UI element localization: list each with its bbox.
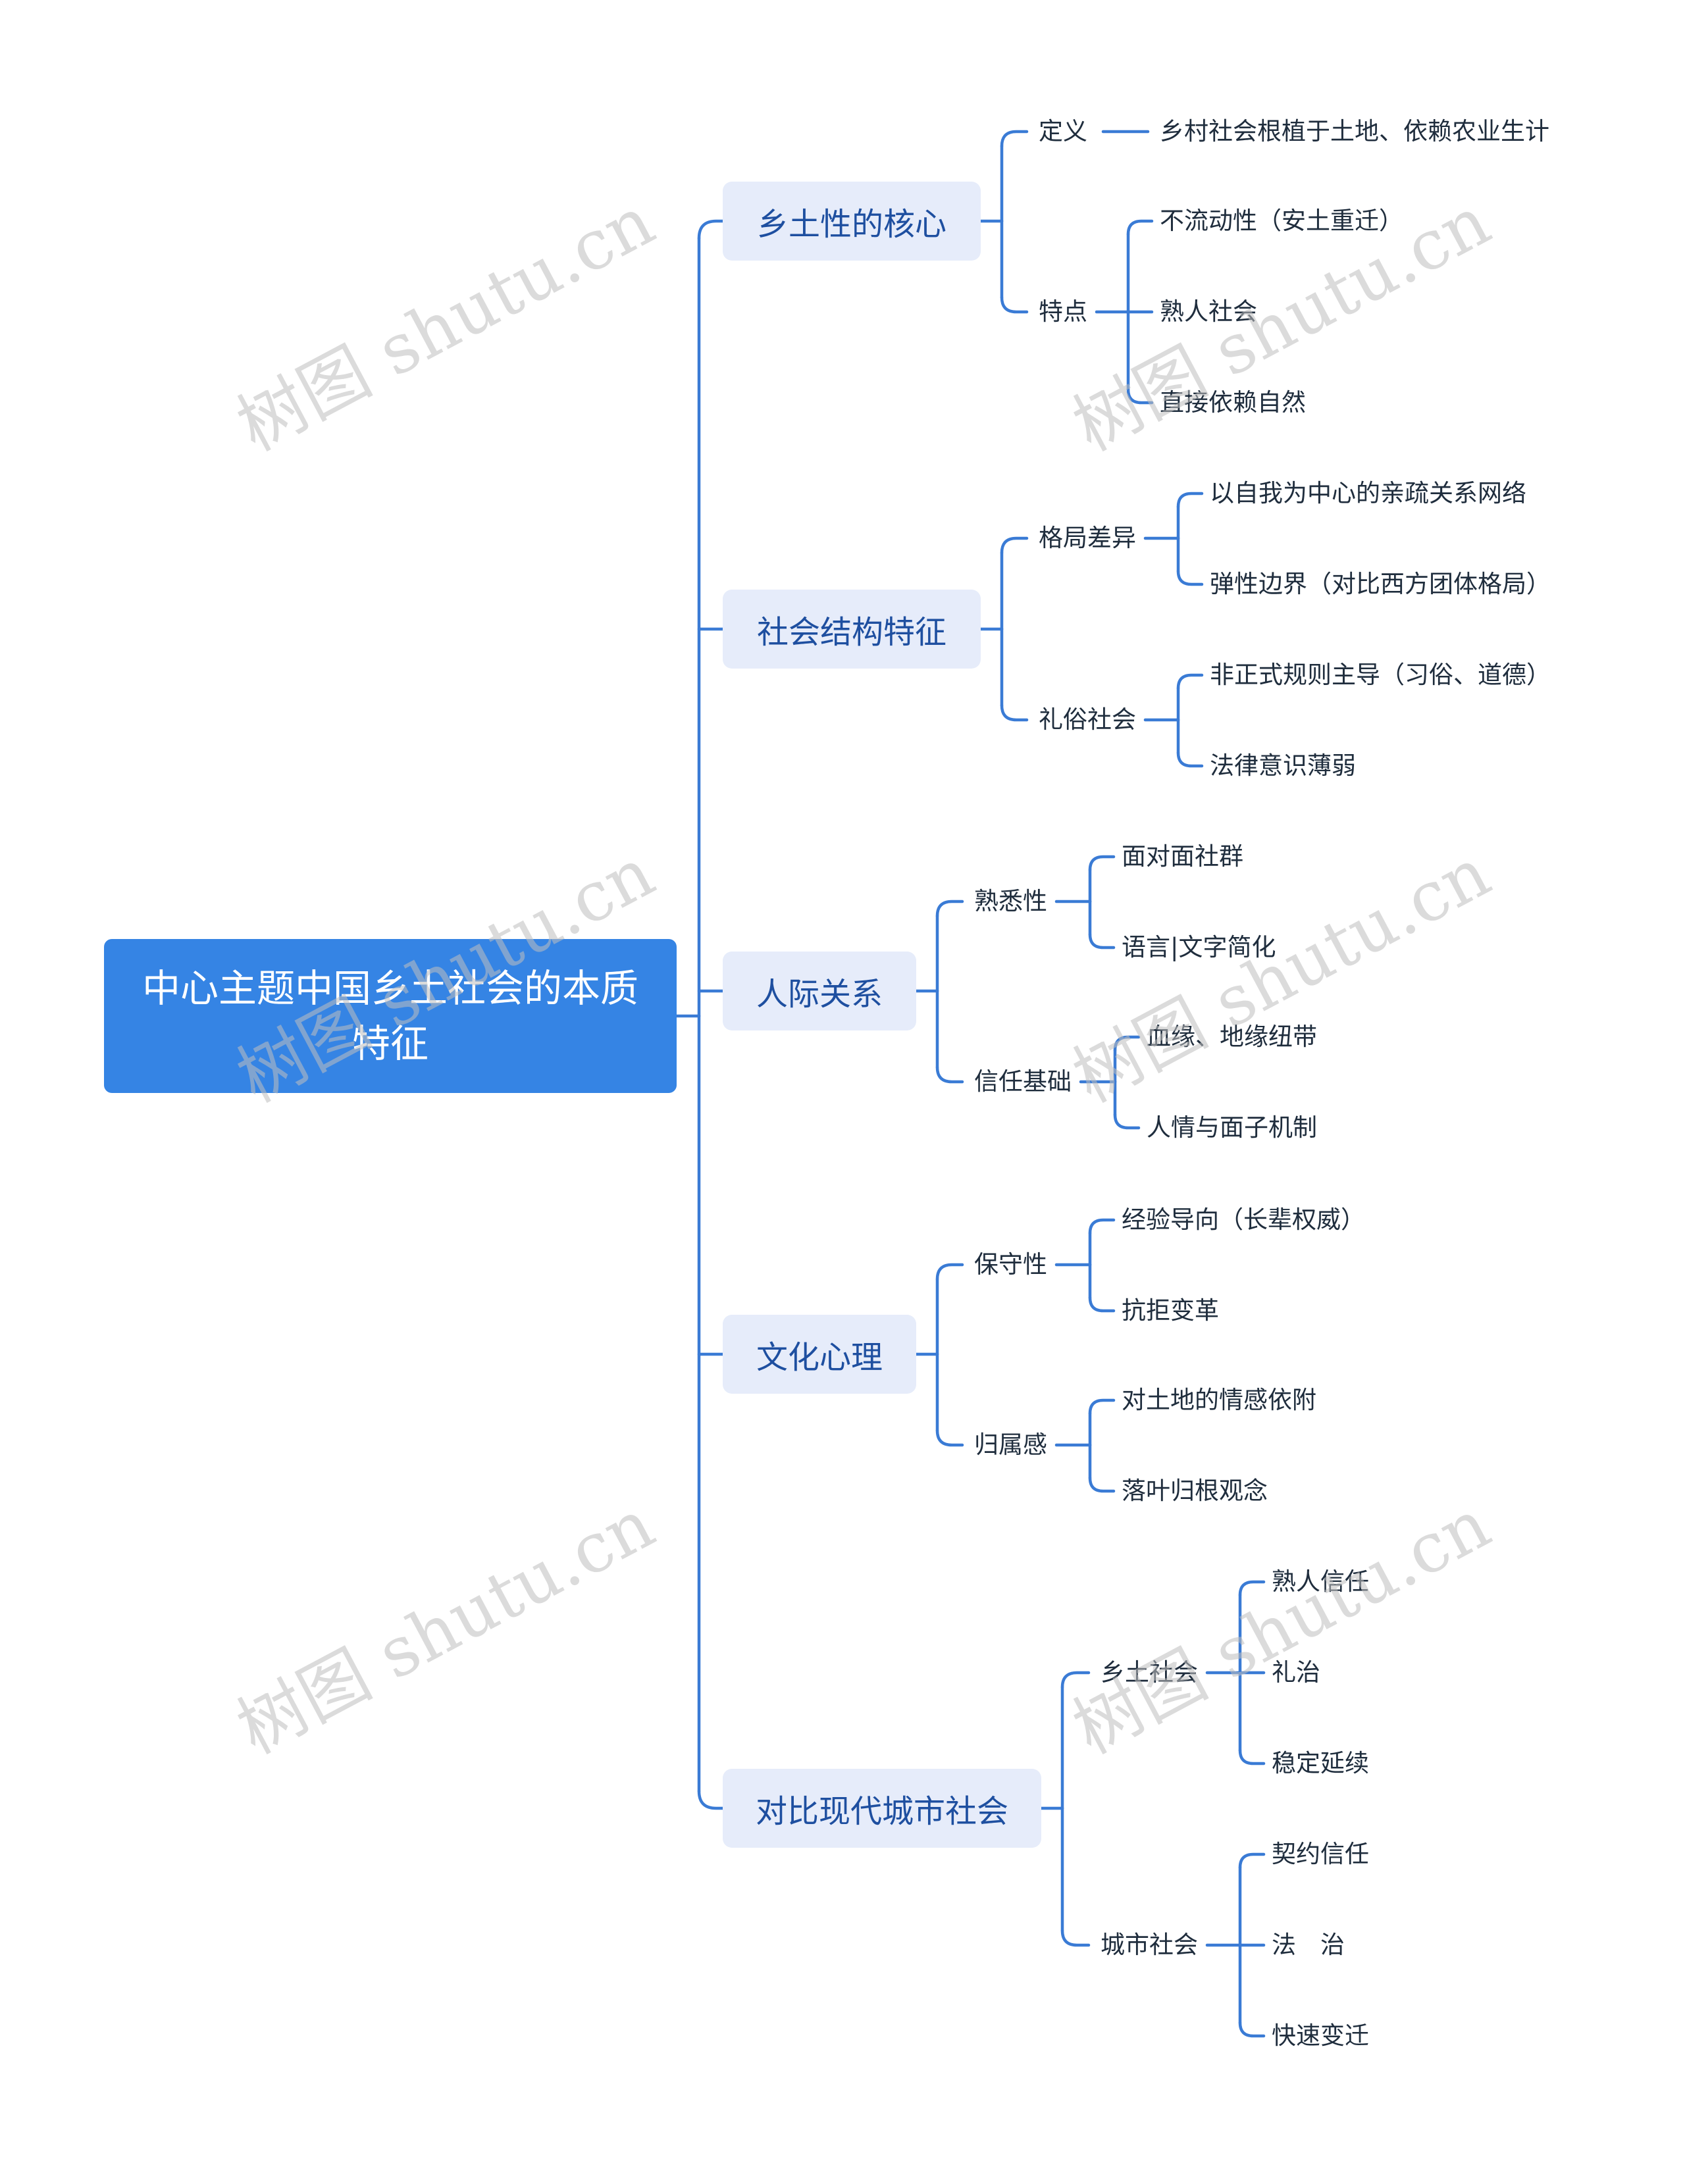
leaf-topic[interactable]: 熟人社会 [1160,297,1257,326]
connector [935,900,964,918]
subtopic[interactable]: 特点 [1039,297,1087,326]
leaf-topic[interactable]: 非正式规则主导（习俗、道德） [1210,661,1551,689]
connector [1000,536,1029,555]
subtopic[interactable]: 礼俗社会 [1039,705,1136,734]
leaf-topic[interactable]: 对土地的情感依附 [1122,1386,1316,1414]
leaf-topic[interactable]: 血缘、地缘纽带 [1147,1023,1317,1051]
connector [1238,1748,1266,1765]
subtopic[interactable]: 归属感 [974,1431,1047,1459]
leaf-topic[interactable]: 乡村社会根植于土地、依赖农业生计 [1160,117,1549,145]
connector [1088,855,1116,872]
leaf-topic[interactable]: 熟人信任 [1272,1567,1369,1596]
leaf-topic[interactable]: 抗拒变革 [1122,1296,1219,1325]
leaf-topic[interactable]: 快速变迁 [1272,2021,1369,2050]
connector [1126,388,1154,405]
connector [1000,295,1029,314]
leaf-topic[interactable]: 面对面社群 [1122,842,1243,871]
connector [1113,1113,1141,1130]
connector [1000,130,1029,148]
root-topic[interactable]: 中心主题中国乡土社会的本质特征 [104,939,677,1093]
connector [697,1789,725,1810]
leaf-topic[interactable]: 契约信任 [1272,1840,1369,1868]
connector [1176,492,1204,509]
connector [1088,1218,1116,1235]
leaf-topic[interactable]: 弹性边界（对比西方团体格局） [1210,570,1551,598]
connector [1126,219,1154,236]
subtopic[interactable]: 乡土社会 [1101,1658,1198,1687]
subtopic[interactable]: 信任基础 [974,1067,1072,1096]
connector [935,1429,964,1447]
subtopic[interactable]: 熟悉性 [974,887,1047,915]
connector [1238,1852,1266,1869]
branch-topic[interactable]: 文化心理 [723,1315,916,1394]
connector [1176,673,1204,690]
connector [1060,1929,1091,1947]
connector [1238,1580,1266,1597]
branch-topic[interactable]: 对比现代城市社会 [723,1769,1041,1848]
connector [1088,932,1116,950]
leaf-topic[interactable]: 落叶归根观念 [1122,1477,1268,1505]
leaf-topic[interactable]: 经验导向（长辈权威） [1122,1206,1365,1234]
subtopic[interactable]: 定义 [1039,117,1087,145]
leaf-topic[interactable]: 稳定延续 [1272,1749,1369,1777]
connector [1238,2021,1266,2038]
leaf-topic[interactable]: 法律意识薄弱 [1210,751,1356,780]
connector [697,219,725,240]
connector [1088,1398,1116,1415]
connector [1060,1671,1091,1689]
leaf-topic[interactable]: 不流动性（安土重迁） [1160,207,1403,235]
connector [1000,703,1029,722]
subtopic[interactable]: 城市社会 [1101,1931,1198,1959]
subtopic[interactable]: 格局差异 [1039,524,1136,552]
subtopic[interactable]: 保守性 [974,1250,1047,1279]
connector [935,1065,964,1084]
connector [1088,1296,1116,1313]
branch-topic[interactable]: 人际关系 [723,952,916,1030]
leaf-topic[interactable]: 人情与面子机制 [1147,1113,1317,1142]
connector [935,1263,964,1281]
leaf-topic[interactable]: 法 治 [1272,1931,1345,1959]
branch-topic[interactable]: 乡土性的核心 [723,182,981,261]
connector [1176,751,1204,768]
leaf-topic[interactable]: 语言|文字简化 [1122,933,1276,961]
connector [1113,1035,1141,1052]
branch-topic[interactable]: 社会结构特征 [723,590,981,669]
leaf-topic[interactable]: 礼治 [1272,1658,1320,1687]
connector [1088,1476,1116,1493]
leaf-topic[interactable]: 直接依赖自然 [1160,388,1306,417]
connector [1176,569,1204,586]
leaf-topic[interactable]: 以自我为中心的亲疏关系网络 [1210,479,1526,507]
